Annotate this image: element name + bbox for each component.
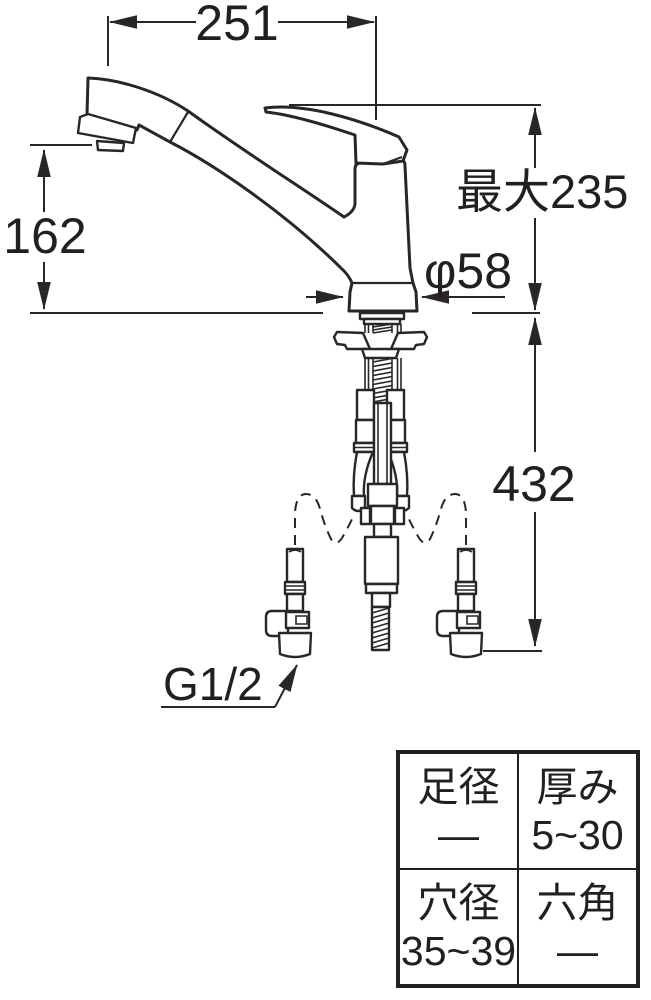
spec-label: 厚み	[536, 763, 619, 810]
dim-max235-label: 最大235	[456, 165, 628, 218]
spec-label: 足径	[417, 763, 500, 810]
guide-rods-lower	[364, 358, 402, 403]
spec-value: 5~30	[531, 812, 624, 858]
threaded-rod-lower	[372, 357, 393, 403]
spec-cell-hole-diameter: 穴径 35~39	[399, 869, 518, 985]
spec-value: —	[438, 812, 479, 858]
spec-label: 六角	[536, 879, 619, 926]
spec-cell-foot-diameter: 足径 —	[399, 753, 518, 869]
mounting-flange	[358, 311, 406, 321]
mounting-neck	[362, 317, 402, 326]
spray-nozzle-face	[76, 112, 138, 145]
dim-251-label: 251	[195, 0, 278, 51]
branch-connector-left	[264, 547, 313, 659]
faucet-body-outline	[85, 76, 419, 313]
spec-value: —	[557, 928, 598, 974]
dim-162-group: 162	[3, 144, 92, 310]
thread-size-label-group: G1/2	[161, 658, 298, 710]
hose-break-curve-left	[294, 492, 355, 545]
dim-phi58-label: φ58	[424, 243, 512, 299]
thread-label-leader-arrow	[274, 664, 298, 708]
dim-432-label: 432	[492, 456, 575, 512]
handle-cap-seam	[382, 155, 403, 166]
lever-handle	[263, 105, 409, 166]
wing-nut-left-wing	[332, 330, 372, 351]
dim-max235-group: 最大235	[289, 104, 628, 311]
dim-phi58-group: φ58	[306, 243, 512, 304]
spec-cell-thickness: 厚み 5~30	[518, 753, 637, 869]
spec-table: 足径 — 厚み 5~30 穴径 35~39 六角 —	[396, 750, 640, 988]
spray-nozzle-tip	[95, 139, 126, 153]
thread-size-label: G1/2	[163, 658, 263, 710]
threaded-rod-upper	[372, 323, 393, 334]
spec-label: 穴径	[417, 879, 500, 926]
wing-nut-right-wing	[389, 330, 429, 351]
guide-rods-upper	[364, 324, 402, 333]
spec-cell-hexagon: 六角 —	[518, 869, 637, 985]
dim-251-extension-lines	[107, 16, 377, 120]
dim-162-label: 162	[3, 208, 86, 264]
mounting-hardware-group	[264, 311, 484, 659]
dim-432-group: 432	[483, 317, 576, 652]
hose-break-curve-right	[406, 492, 467, 545]
backflow-block	[363, 535, 400, 586]
pullout-hose-assembly	[359, 401, 406, 652]
faucet-outline-group	[76, 76, 419, 313]
spec-value: 35~39	[400, 928, 517, 974]
dim-251-group: 251	[107, 0, 377, 120]
spray-head-joint-line	[169, 111, 189, 143]
wing-nut-hub	[360, 347, 401, 360]
branch-connector-right	[435, 547, 484, 659]
